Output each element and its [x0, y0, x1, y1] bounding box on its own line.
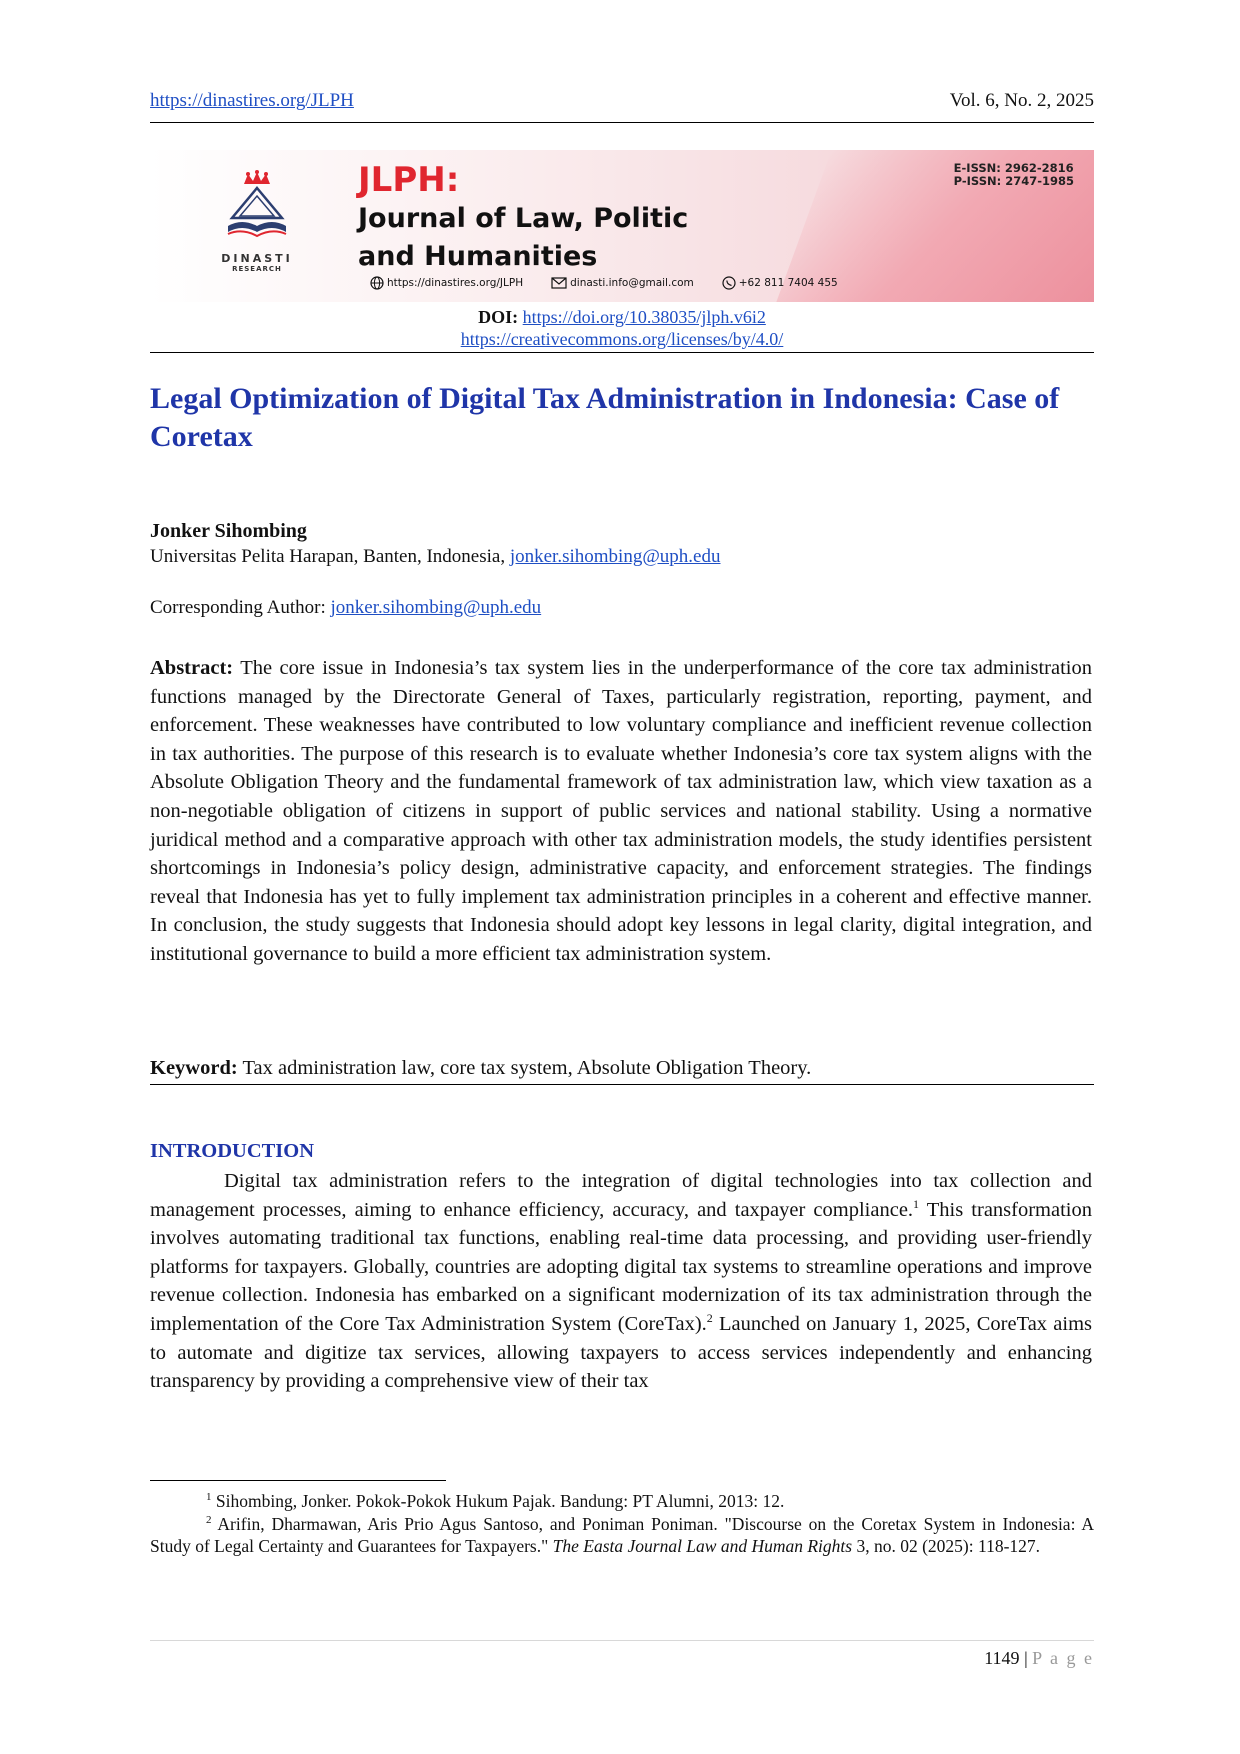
author-email-link[interactable]: jonker.sihombing@uph.edu [509, 546, 721, 567]
journal-banner: DINASTI RESEARCH JLPH: Journal of Law, P… [150, 150, 1094, 302]
corresponding-author: Corresponding Author: jonker.sihombing@u… [150, 597, 541, 619]
abstract-label: Abstract: [150, 657, 234, 679]
whatsapp-icon [722, 276, 736, 290]
doi-link[interactable]: https://doi.org/10.38035/jlph.v6i2 [522, 307, 766, 327]
journal-name-line-2: and Humanities [358, 241, 598, 272]
corresponding-label: Corresponding Author: [150, 597, 331, 618]
keywords: Keyword: Tax administration law, core ta… [150, 1054, 1094, 1085]
issn-block: E-ISSN: 2962-2816 P-ISSN: 2747-1985 [954, 162, 1074, 188]
journal-url-link[interactable]: https://dinastires.org/JLPH [150, 90, 354, 111]
paper-title: Legal Optimization of Digital Tax Admini… [150, 382, 1060, 453]
abstract: Abstract: The core issue in Indonesia’s … [150, 654, 1092, 969]
doi-line: DOI: https://doi.org/10.38035/jlph.v6i2 [150, 306, 1094, 328]
logo-name: DINASTI [221, 252, 293, 265]
dinasti-logo: DINASTI RESEARCH [202, 170, 312, 290]
banner-phone: +62 811 7404 455 [738, 277, 838, 289]
crown-book-logo-icon [227, 170, 287, 238]
footnote-2: 2 Arifin, Dharmawan, Aris Prio Agus Sant… [150, 1513, 1094, 1558]
keyword-text: Tax administration law, core tax system,… [237, 1057, 812, 1079]
footnote-ref-1[interactable]: 1 [913, 1196, 920, 1211]
footer-divider [150, 1640, 1094, 1641]
introduction-heading: INTRODUCTION [150, 1140, 315, 1162]
author-affiliation: Universitas Pelita Harapan, Banten, Indo… [150, 546, 721, 568]
page-number: 1149 | P a g e [984, 1648, 1094, 1669]
doi-label: DOI: [478, 307, 519, 327]
pissn: P-ISSN: 2747-1985 [953, 174, 1074, 188]
journal-name-line-1: Journal of Law, Politic [358, 203, 689, 234]
license-link[interactable]: https://creativecommons.org/licenses/by/… [460, 329, 784, 349]
license-line: https://creativecommons.org/licenses/by/… [150, 328, 1094, 350]
footnote-ref-2[interactable]: 2 [706, 1311, 713, 1326]
globe-icon [370, 276, 384, 290]
footnote-1-text: Sihombing, Jonker. Pokok-Pokok Hukum Paj… [211, 1491, 785, 1511]
footnote-2-text: Arifin, Dharmawan, Aris Prio Agus Santos… [150, 1513, 1094, 1557]
affiliation-text: Universitas Pelita Harapan, Banten, Indo… [150, 546, 510, 567]
intro-text-3: Launched on January 1, 2025, CoreTax aim… [150, 1312, 1092, 1393]
footnote-1: 1 Sihombing, Jonker. Pokok-Pokok Hukum P… [150, 1490, 1094, 1513]
intro-text-2: This transformation involves automating … [150, 1198, 1092, 1335]
journal-name: Journal of Law, Politic and Humanities [358, 200, 688, 276]
footnote-2-tail: 3, no. 02 (2025): 118-127. [852, 1536, 1041, 1556]
website-contact: https://dinastires.org/JLPH [370, 276, 523, 290]
footnote-1-number: 1 [206, 1491, 212, 1504]
abstract-text: The core issue in Indonesia’s tax system… [150, 657, 1092, 965]
intro-text-1: Digital tax administration refers to the… [150, 1170, 1092, 1221]
footnotes: 1 Sihombing, Jonker. Pokok-Pokok Hukum P… [150, 1490, 1094, 1558]
logo-sub: RESEARCH [232, 265, 282, 273]
eissn: E-ISSN: 2962-2816 [953, 161, 1074, 175]
page-number-value: 1149 [984, 1648, 1020, 1668]
volume-info: Vol. 6, No. 2, 2025 [949, 90, 1094, 111]
footnote-2-number: 2 [206, 1513, 212, 1526]
banner-website: https://dinastires.org/JLPH [387, 277, 524, 289]
email-contact: dinasti.info@gmail.com [551, 277, 694, 289]
banner-email: dinasti.info@gmail.com [570, 277, 694, 289]
introduction-paragraph: Digital tax administration refers to the… [150, 1167, 1092, 1396]
corresponding-email-link[interactable]: jonker.sihombing@uph.edu [330, 597, 542, 618]
phone-contact: +62 811 7404 455 [722, 276, 838, 290]
journal-abbreviation: JLPH: [358, 160, 460, 200]
running-header: https://dinastires.org/JLPH Vol. 6, No. … [150, 88, 1094, 123]
footnote-2-journal: The Easta Journal Law and Human Rights [552, 1536, 853, 1556]
keyword-label: Keyword: [150, 1057, 238, 1079]
mail-icon [551, 277, 567, 289]
page-separator: | [1019, 1648, 1033, 1668]
banner-contacts: https://dinastires.org/JLPH dinasti.info… [370, 276, 866, 290]
page-word: P a g e [1032, 1648, 1094, 1668]
author-name: Jonker Sihombing [150, 520, 307, 542]
footnote-divider [150, 1480, 446, 1481]
doi-divider [150, 352, 1094, 353]
doi-block: DOI: https://doi.org/10.38035/jlph.v6i2 … [150, 306, 1094, 350]
